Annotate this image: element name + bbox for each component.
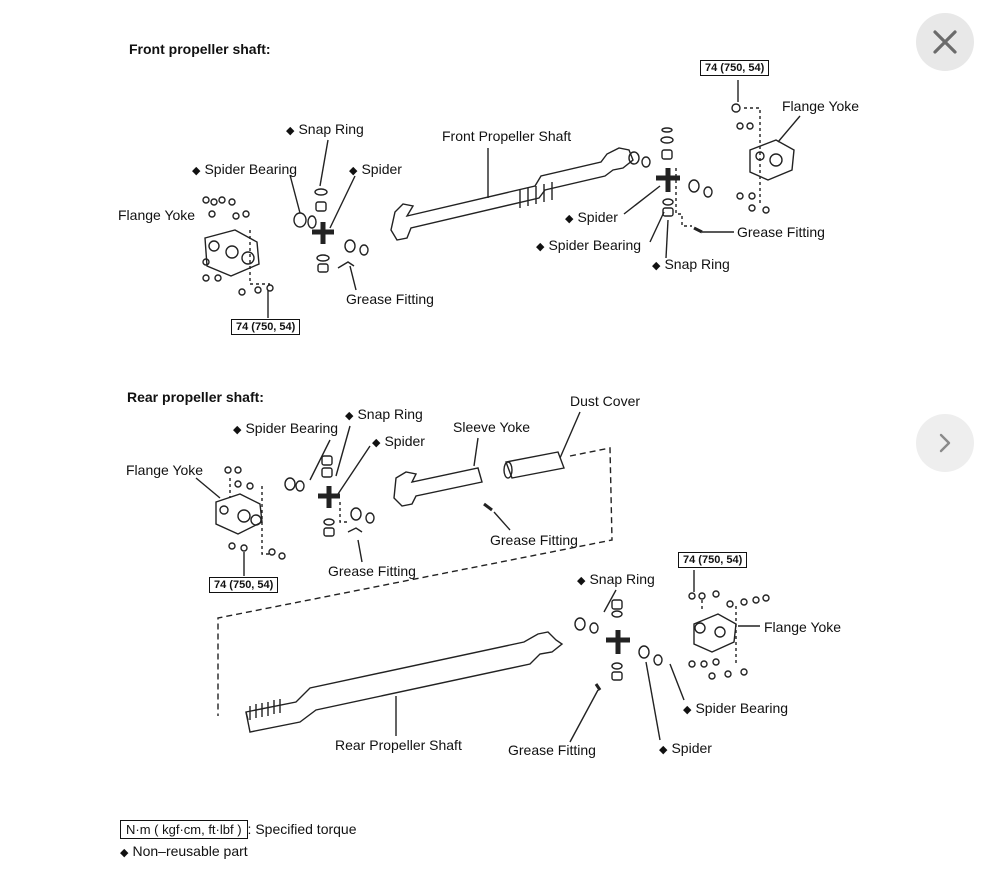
front-spider-left-label: ◆Spider <box>349 161 402 177</box>
rear-propeller-shaft-label: Rear Propeller Shaft <box>335 737 462 753</box>
rear-grease-fitting-bottom-label: Grease Fitting <box>508 742 596 758</box>
legend-torque-unit-box: N·m ( kgf·cm, ft·lbf ) <box>120 820 248 839</box>
rear-flange-yoke-right-label: Flange Yoke <box>764 619 842 635</box>
legend-torque: N·m ( kgf·cm, ft·lbf ): Specified torque <box>120 820 357 839</box>
front-grease-fitting-right-label: Grease Fitting <box>737 224 825 240</box>
rear-torque-left-box: 74 (750, 54) <box>209 577 279 593</box>
front-shaft-heading: Front propeller shaft: <box>129 41 271 57</box>
front-spider-bearing-right-label: ◆Spider Bearing <box>536 237 642 253</box>
front-spider-right-label: ◆Spider <box>565 209 618 225</box>
front-grease-fitting-left-label: Grease Fitting <box>346 291 434 307</box>
legend-nonreusable: ◆Non–reusable part <box>120 843 248 859</box>
rear-dust-cover-label: Dust Cover <box>570 393 641 409</box>
rear-snap-ring-top-label: ◆Snap Ring <box>345 406 423 422</box>
legend-torque-text: : Specified torque <box>247 821 357 837</box>
rear-torque-right-box: 74 (750, 54) <box>678 552 748 568</box>
rear-flange-yoke-left-label: Flange Yoke <box>126 462 204 478</box>
rear-spider-bearing-top-label: ◆Spider Bearing <box>233 420 339 436</box>
front-propeller-shaft-label: Front Propeller Shaft <box>442 128 572 144</box>
rear-spider-bearing-bottom-label: ◆Spider Bearing <box>683 700 789 716</box>
front-spider-bearing-left-label: ◆Spider Bearing <box>192 161 298 177</box>
next-image-button[interactable] <box>916 414 974 472</box>
rear-shaft-heading: Rear propeller shaft: <box>127 389 264 405</box>
front-torque-right-box: 74 (750, 54) <box>700 60 770 76</box>
rear-sleeve-yoke-label: Sleeve Yoke <box>453 419 531 435</box>
front-snap-ring-right-label: ◆Snap Ring <box>652 256 730 272</box>
nonreusable-diamond-icon: ◆ <box>120 847 129 859</box>
front-flange-yoke-right-label: Flange Yoke <box>782 98 860 114</box>
front-flange-yoke-left-label: Flange Yoke <box>118 207 196 223</box>
rear-snap-ring-bottom-label: ◆Snap Ring <box>577 571 655 587</box>
close-button[interactable] <box>916 13 974 71</box>
front-torque-left-box: 74 (750, 54) <box>231 319 301 335</box>
legend-nonreusable-text: Non–reusable part <box>132 843 248 859</box>
close-icon <box>933 30 957 54</box>
rear-grease-fitting-left-label: Grease Fitting <box>328 563 416 579</box>
rear-grease-fitting-sleeve-label: Grease Fitting <box>490 532 578 548</box>
rear-spider-top-label: ◆Spider <box>372 433 425 449</box>
front-snap-ring-left-label: ◆Snap Ring <box>286 121 364 137</box>
chevron-right-icon <box>939 433 951 453</box>
rear-spider-bottom-label: ◆Spider <box>659 740 712 756</box>
